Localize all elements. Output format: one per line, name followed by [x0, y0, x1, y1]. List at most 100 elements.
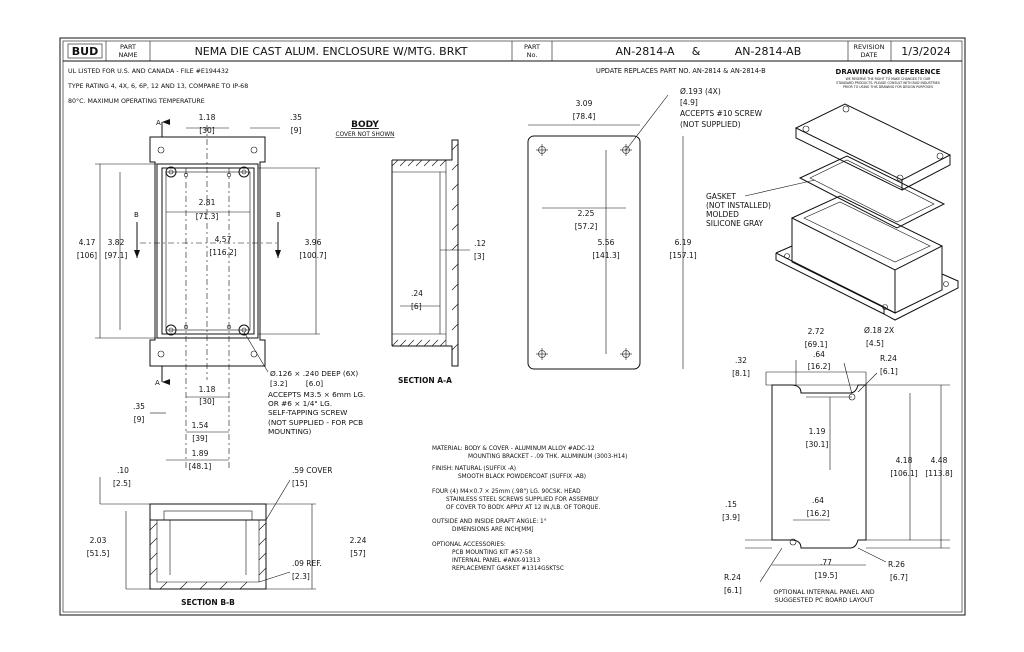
dim-4-57-mm: [116.2] — [209, 248, 236, 257]
dim-059-mm: [15] — [292, 479, 307, 488]
gasket-note-2: (NOT INSTALLED) — [706, 201, 771, 210]
panel-radius-bottom-left-mm: [6.1] — [724, 586, 742, 595]
dim-3-96-mm: [100.7] — [299, 251, 326, 260]
material-note-10: OPTIONAL ACCESSORIES: — [432, 542, 506, 548]
body-top-view: A A B B — [134, 119, 281, 470]
part-name-label-2: NAME — [118, 51, 137, 59]
gasket-note-4: SILICONE GRAY — [706, 219, 764, 228]
pcb-hole-note-1: Ø.126 × .240 DEEP (6X) — [270, 369, 358, 378]
panel-dim-4-48-mm: [113.8] — [925, 469, 952, 478]
panel-caption-1: OPTIONAL INTERNAL PANEL AND — [773, 589, 874, 596]
dim-010: .10 — [117, 466, 129, 475]
panel-dim-1-19: 1.19 — [809, 427, 826, 436]
panel-dim-4-48: 4.48 — [931, 456, 948, 465]
flange-hole-note-1: Ø.193 (4X) — [680, 87, 721, 96]
revision-date: 1/3/2024 — [901, 45, 950, 58]
dim-2-81: 2.81 — [199, 198, 216, 207]
panel-dim-077-mm: [19.5] — [815, 571, 838, 580]
panel-dim-064-top-mm: [16.2] — [808, 362, 831, 371]
material-note-6: STAINLESS STEEL SCREWS SUPPLIED FOR ASSE… — [446, 497, 599, 503]
dim-2-03: 2.03 — [90, 536, 107, 545]
panel-dim-015: .15 — [725, 500, 737, 509]
dim-1-54: 1.54 — [192, 421, 209, 430]
pcb-hole-note-3: ACCEPTS M3.5 × 6mm LG. — [268, 390, 365, 399]
panel-dim-032-mm: [8.1] — [732, 369, 750, 378]
ul-note: UL LISTED FOR U.S. AND CANADA - FILE #E1… — [68, 68, 229, 75]
dim-2-25-mm: [57.2] — [575, 222, 598, 231]
dim-1-18-mm: [30] — [199, 126, 214, 135]
dim-5-56-mm: [141.3] — [592, 251, 619, 260]
dim-2-24: 2.24 — [350, 536, 367, 545]
panel-radius-top-mm: [6.1] — [880, 367, 898, 376]
dim-6-19: 6.19 — [675, 238, 692, 247]
section-a-a-label: SECTION A-A — [398, 376, 452, 385]
flange-hole-note-3: ACCEPTS #10 SCREW — [680, 109, 763, 118]
isometric-enclosure: GASKET (NOT INSTALLED) MOLDED SILICONE G… — [706, 103, 959, 321]
dim-5-56: 5.56 — [598, 238, 615, 247]
body-dimensions: 1.18 [30] .35 [9] 2.81 [71.3] 4.57 [116.… — [77, 113, 327, 471]
pcb-hole-note-5: SELF-TAPPING SCREW — [268, 408, 347, 417]
panel-dim-1-19-mm: [30.1] — [806, 440, 829, 449]
panel-dim-2-72: 2.72 — [808, 327, 825, 336]
material-note-11: PCB MOUNTING KIT #57-58 — [452, 550, 532, 556]
panel-caption-2: SUGGESTED PC BOARD LAYOUT — [775, 597, 874, 604]
body-sublabel: COVER NOT SHOWN — [336, 132, 395, 138]
panel-radius-bottom-left: R.24 — [724, 573, 741, 582]
dim-035-bottom: .35 — [133, 402, 145, 411]
dim-024: .24 — [411, 289, 423, 298]
pcb-hole-note-4: OR #6 × 1/4" LG. — [268, 399, 332, 408]
material-note-2: MOUNTING BRACKET - .09 THK. ALUMINUM (30… — [468, 454, 627, 460]
part-number-a: AN-2814-A — [616, 45, 675, 58]
dim-2-24-mm: [57] — [350, 549, 365, 558]
dim-3-96: 3.96 — [305, 238, 322, 247]
material-note-3: FINISH: NATURAL (SUFFIX -A) — [432, 466, 516, 472]
section-marker-b-left: B — [134, 211, 139, 219]
dim-6-19-mm: [157.1] — [669, 251, 696, 260]
panel-hole-dim-mm: [4.5] — [866, 339, 884, 348]
section-a-a: .12 [3] .24 [6] SECTION A-A — [391, 139, 486, 385]
dim-035-top-mm: [9] — [291, 126, 302, 135]
dim-4-17-mm: [106] — [77, 251, 97, 260]
reference-fine-print-3: PRIOR TO USING THIS DRAWING FOR DESIGN P… — [843, 85, 933, 89]
panel-dim-077: .77 — [820, 558, 832, 567]
part-name-label-1: PART — [120, 43, 136, 51]
panel-hole-dim: Ø.18 2X — [864, 326, 894, 335]
dim-1-18-bottom: 1.18 — [199, 385, 216, 394]
dim-1-54-mm: [39] — [192, 434, 207, 443]
panel-dim-2-72-mm: [69.1] — [805, 340, 828, 349]
revision-label-1: REVISION — [853, 43, 884, 51]
dim-3-09-mm: [78.4] — [573, 112, 596, 121]
material-note-4: SMOOTH BLACK POWDERCOAT (SUFFIX -AB) — [458, 474, 586, 480]
dim-035-top: .35 — [290, 113, 302, 122]
drawing-for-reference: DRAWING FOR REFERENCE — [836, 68, 941, 76]
panel-radius-bottom-right-mm: [6.7] — [890, 573, 908, 582]
dim-1-89-mm: [48.1] — [189, 462, 212, 471]
logo-text: BUD — [72, 45, 98, 58]
section-marker-a-bottom: A — [155, 379, 160, 387]
material-note-9: DIMENSIONS ARE INCH[MM] — [452, 527, 533, 533]
section-marker-b-right: B — [276, 211, 281, 219]
material-note-13: REPLACEMENT GASKET #1314GSKTSC — [452, 566, 564, 572]
section-b-b: .10 [2.5] .59 COVER [15] 2.03 [51.5] 2.2… — [87, 466, 367, 607]
dim-009-ref: .09 REF. — [292, 559, 322, 568]
part-no-label-2: No. — [527, 51, 538, 59]
dim-2-81-mm: [71.3] — [196, 212, 219, 221]
panel-radius-bottom-right: R.26 — [888, 560, 905, 569]
material-note-5: FOUR (4) M4×0.7 × 25mm (.98") LG. 90CSK.… — [432, 489, 581, 495]
dim-1-89: 1.89 — [192, 449, 209, 458]
dim-3-82-mm: [97.1] — [105, 251, 128, 260]
reference-fine-print-2: STANDARD PRODUCTS. PLEASE CONSULT WITH B… — [836, 81, 940, 85]
temperature-note: 80°C. MAXIMUM OPERATING TEMPERATURE — [68, 97, 205, 105]
material-note-8: OUTSIDE AND INSIDE DRAFT ANGLE: 1° — [432, 519, 547, 525]
title-block: BUD PART NAME NEMA DIE CAST ALUM. ENCLOS… — [63, 41, 962, 62]
flange-view: 3.09 [78.4] 2.25 [57.2] 5.56 [141.3] 6.1… — [527, 87, 763, 370]
section-marker-a-top: A — [156, 119, 161, 127]
reference-fine-print-1: WE RESERVE THE RIGHT TO MAKE CHANGES TO … — [846, 77, 932, 81]
section-b-b-label: SECTION B-B — [181, 598, 235, 607]
part-number-b: AN-2814-AB — [735, 45, 802, 58]
part-description: NEMA DIE CAST ALUM. ENCLOSURE W/MTG. BRK… — [195, 45, 468, 58]
panel-radius-top: R.24 — [880, 354, 897, 363]
dim-3-82: 3.82 — [108, 238, 125, 247]
revision-label-2: DATE — [861, 51, 878, 59]
